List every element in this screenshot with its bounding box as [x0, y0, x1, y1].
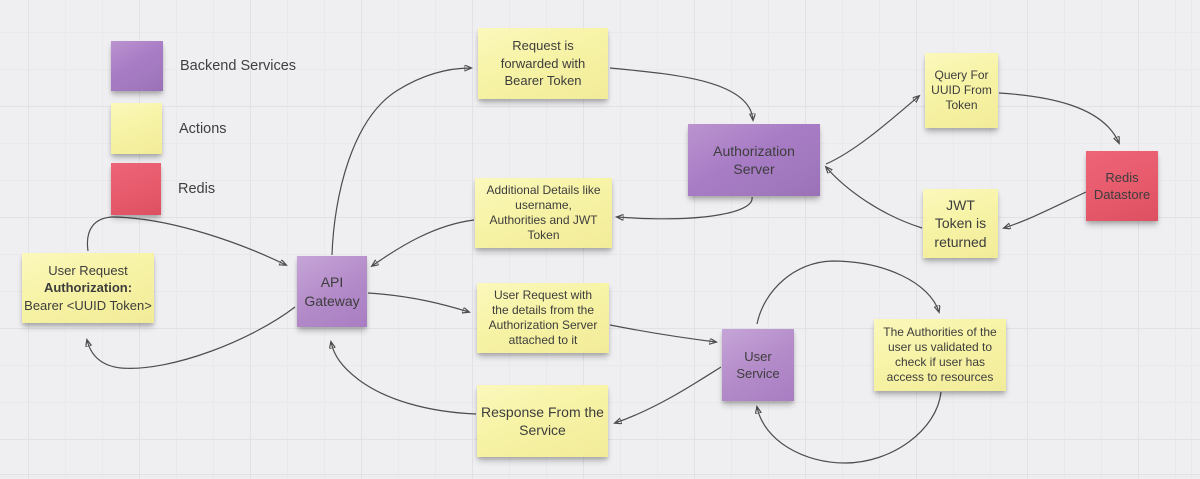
- note-text-line: user us validated to: [887, 340, 993, 354]
- note-text-line: Service: [519, 422, 566, 438]
- legend-swatch-redis[interactable]: [111, 163, 161, 215]
- note-text-line: Response From the: [481, 403, 604, 420]
- legend-label-backend-services: Backend Services: [180, 58, 297, 74]
- edge-jwt-to-auth-server[interactable]: [826, 167, 923, 229]
- note-text-line: returned: [934, 233, 987, 250]
- edge-api-gateway-to-request-forwarded[interactable]: [331, 68, 471, 256]
- note-text-line: access to resources: [886, 370, 994, 384]
- edge-authorities-to-user-service[interactable]: [757, 391, 942, 464]
- note-text-line: Datastore: [1093, 187, 1151, 202]
- note-text-line: attached to it: [508, 333, 578, 347]
- edge-api-gateway-to-user-request[interactable]: [87, 306, 296, 369]
- note-text-line: Token: [945, 98, 978, 112]
- note-text-line: username,: [515, 198, 572, 212]
- edge-auth-server-to-additional-details[interactable]: [617, 196, 753, 219]
- edge-additional-details-to-api-gateway[interactable]: [372, 219, 475, 266]
- note-text-line: Authorities and JWT: [489, 213, 598, 227]
- note-text-line: Service: [736, 366, 780, 381]
- edge-request-forwarded-to-auth-server[interactable]: [609, 67, 753, 120]
- edge-response-to-api-gateway[interactable]: [331, 342, 477, 415]
- edge-auth-server-to-query-uuid[interactable]: [825, 96, 919, 165]
- note-text-line: User: [744, 348, 772, 364]
- note-text-line: The Authorities of the: [883, 325, 997, 339]
- note-text-line: Bearer Token: [504, 73, 582, 89]
- note-text-line: Authorization: [713, 142, 795, 159]
- note-text-line: Authorization Server: [488, 318, 598, 332]
- note-text-line: Token is: [934, 215, 987, 232]
- note-text-line: forwarded with: [500, 55, 586, 71]
- note-text-line: Additional Details like: [486, 183, 601, 197]
- legend-swatch-actions[interactable]: [111, 103, 162, 154]
- note-api-gateway[interactable]: API Gateway: [297, 256, 367, 327]
- legend-label-redis: Redis: [178, 181, 216, 197]
- edge-redis-to-jwt[interactable]: [1004, 191, 1087, 228]
- edge-user-service-to-response[interactable]: [615, 366, 722, 423]
- note-text-line: User Request with: [493, 288, 593, 302]
- note-text-line: UUID From: [931, 83, 992, 97]
- edge-api-gateway-to-user-request-details[interactable]: [367, 292, 469, 312]
- edge-user-request-to-api-gateway[interactable]: [86, 216, 286, 265]
- legend-label-actions: Actions: [179, 120, 227, 137]
- note-text-line: the details from the: [491, 303, 595, 317]
- edge-query-uuid-to-redis[interactable]: [998, 92, 1119, 143]
- note-text-line: Query For: [934, 68, 989, 82]
- edge-user-service-to-authorities[interactable]: [756, 260, 939, 325]
- note-text-line: check if user has: [894, 355, 986, 369]
- note-text-line: Authorization:: [43, 280, 133, 296]
- note-text-line: User Request: [48, 262, 128, 278]
- note-text-line: Redis: [1105, 169, 1139, 185]
- note-text-line: Server: [733, 161, 775, 177]
- note-text-line: Bearer <UUID Token>: [24, 297, 152, 313]
- note-text-line: Gateway: [304, 292, 360, 309]
- note-text-line: Request is: [512, 38, 574, 54]
- edge-user-request-details-to-user-service[interactable]: [609, 324, 716, 342]
- note-text-line: JWT: [946, 196, 975, 213]
- note-text-line: API: [320, 274, 344, 290]
- legend-swatch-backend-services[interactable]: [111, 41, 163, 91]
- note-text-line: Token: [527, 228, 560, 242]
